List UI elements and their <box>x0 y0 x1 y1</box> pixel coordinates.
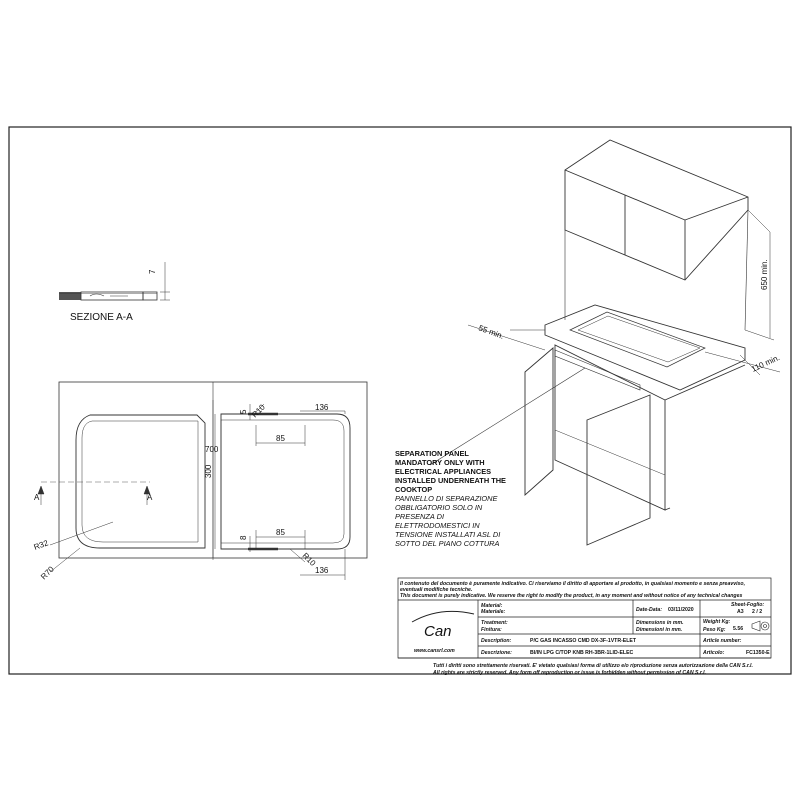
description-label: Description: <box>481 638 512 644</box>
dim-300: 300 <box>204 464 213 478</box>
description-value: P/C GAS INCASSO CMD DX-3F-1VTR-ELET <box>530 638 637 644</box>
dimensions-label: Dimensions in mm. <box>636 620 684 626</box>
materiale-label: Materiale: <box>481 609 505 615</box>
date-value: 03/11/2020 <box>668 607 694 613</box>
logo-swoosh <box>411 610 475 623</box>
material-label: Material: <box>481 603 503 609</box>
sink-bowl-right <box>220 413 351 550</box>
note-it-1: PANNELLO DI SEPARAZIONE <box>395 494 497 503</box>
peso-label: Peso Kg: <box>703 627 726 633</box>
right-door <box>586 394 651 546</box>
note-en-4: INSTALLED UNDERNEATH THE <box>395 476 506 485</box>
note-en-1: SEPARATION PANEL <box>395 449 469 458</box>
finitura-label: Finitura: <box>481 627 502 633</box>
worktop <box>544 304 746 391</box>
dim-136-top: 136 <box>315 403 329 412</box>
sheet-label: Sheet-Foglio: <box>731 602 764 608</box>
rights-line-1: Tutti i diritti sono strettamente riserv… <box>433 663 753 669</box>
note-it-6: SOTTO DEL PIANO COTTURA <box>395 539 500 548</box>
title-block: Il contenuto del documento è puramente i… <box>397 577 772 676</box>
dimensioni-label: Dimensioni in mm. <box>636 627 682 633</box>
note-it-5: TENSIONE INSTALLATI ASL DI <box>395 530 500 539</box>
article-label: Article number: <box>702 638 742 644</box>
hob <box>569 311 706 368</box>
dim-136-bottom: 136 <box>315 566 329 575</box>
dim-85-top: 85 <box>276 434 285 443</box>
section-thickness-label: 7 <box>148 269 157 274</box>
disclaimer-line-2: eventuali modifiche tecniche. <box>400 587 472 593</box>
articolo-label: Articolo: <box>702 650 725 656</box>
dim-8: 8 <box>239 535 248 540</box>
descrizione-value: BI/IN LPG C/TOP KNB RH-3BR-1LID-ELEC <box>530 650 634 656</box>
dim-650-min: 650 min. <box>760 259 769 290</box>
rights-line-2: All rights are strictly reserved. Any fo… <box>432 670 706 676</box>
dim-r32: R32 <box>33 538 50 552</box>
disclaimer-line-1: Il contenuto del documento è puramente i… <box>400 581 745 587</box>
wall-cabinet <box>564 139 749 281</box>
dim-r10-top: R10 <box>250 402 267 419</box>
weight-label: Weight Kg: <box>703 619 731 625</box>
note-it-2: OBBLIGATORIO SOLO IN <box>395 503 483 512</box>
installation-labels: 55 min. 650 min. 110 min. SEPARATION PAN… <box>395 259 781 548</box>
dim-5: 5 <box>239 409 248 414</box>
date-label: Date-Data: <box>636 607 662 613</box>
section-hatch <box>59 292 81 300</box>
treatment-label: Treatment: <box>481 620 508 626</box>
sink-bowl-left <box>75 414 206 549</box>
left-door <box>524 347 554 497</box>
note-en-3: ELECTRICAL APPLIANCES <box>395 467 491 476</box>
section-view: 7 SEZIONE A-A <box>59 262 170 323</box>
dim-85-bottom: 85 <box>276 528 285 537</box>
section-mark-left: A <box>34 493 40 502</box>
dim-700: 700 <box>205 445 219 454</box>
disclaimer-line-3: This document is purely indicative. We r… <box>400 593 742 599</box>
separation-panel <box>554 349 641 391</box>
note-it-4: ELETTRODOMESTICI IN <box>395 521 480 530</box>
dim-110-min: 110 min. <box>750 353 781 374</box>
dim-r70: R70 <box>39 564 56 581</box>
note-it-3: PRESENZA DI <box>395 512 444 521</box>
descrizione-label: Descrizione: <box>481 650 512 656</box>
website: www.cansrl.com <box>414 648 455 654</box>
dim-55-min: 55 min. <box>477 323 505 340</box>
sheet-border <box>8 126 792 675</box>
article-value: FC1350-E <box>746 650 770 656</box>
logo: Can <box>424 623 452 640</box>
sheet-number: 2 / 2 <box>752 609 762 615</box>
sheet-size: A3 <box>737 609 744 615</box>
base-cabinet <box>554 344 666 511</box>
projection-symbol-icon <box>751 620 770 632</box>
weight-value: 5.56 <box>733 626 743 632</box>
section-title: SEZIONE A-A <box>70 312 133 323</box>
section-mark-right: A <box>147 493 153 502</box>
cabinet-isometric <box>429 139 781 546</box>
note-en-5: COOKTOP <box>395 485 432 494</box>
note-en-2: MANDATORY ONLY WITH <box>395 458 485 467</box>
